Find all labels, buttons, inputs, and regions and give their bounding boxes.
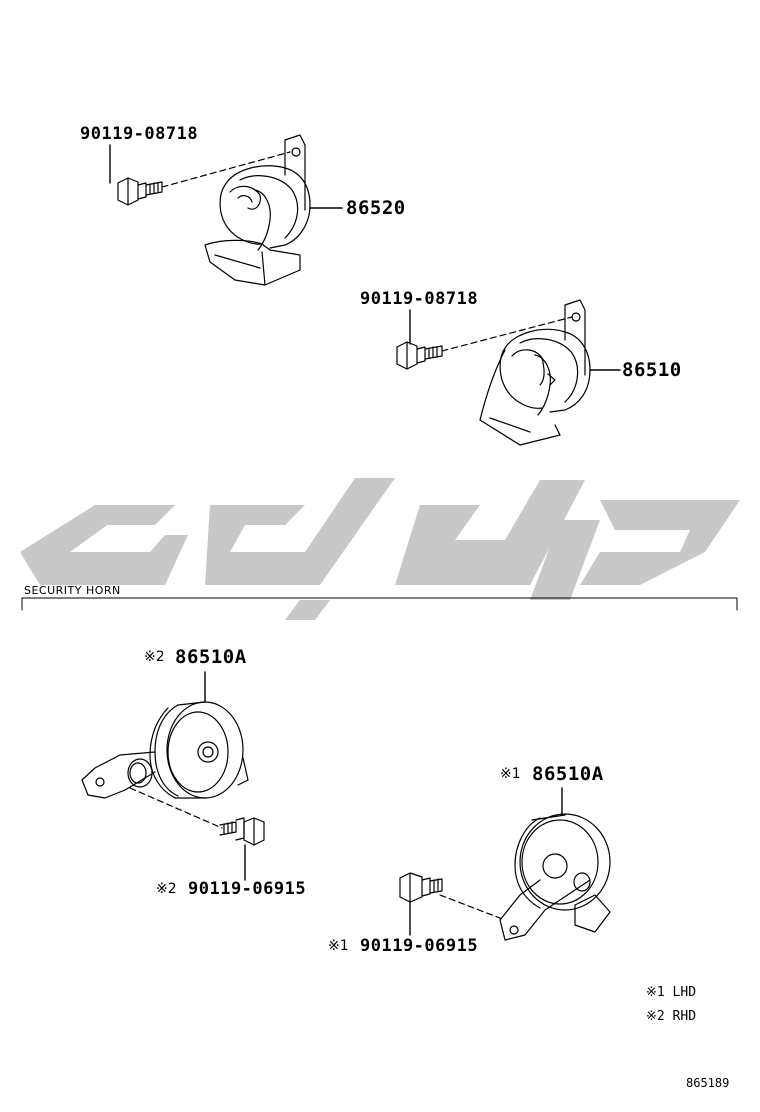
horn-lhd-drawing (439, 787, 611, 941)
section-title: SECURITY HORN (24, 584, 121, 597)
bolt-upper-drawing (109, 144, 291, 206)
section-bracket (21, 597, 738, 611)
part-number-bolt-middle[interactable]: 90119-08718 (360, 289, 479, 309)
rhd-mark-horn: ※2 (144, 649, 165, 665)
part-number-horn-rhd[interactable]: 86510A (175, 646, 247, 668)
lhd-mark-horn: ※1 (500, 766, 521, 782)
bolt-lhd-drawing (399, 872, 443, 936)
horn-86520-drawing (204, 134, 343, 286)
watermark-logo (20, 478, 740, 620)
part-number-bolt-lhd[interactable]: 90119-06915 (360, 936, 479, 956)
part-number-horn-lhd[interactable]: 86510A (532, 763, 604, 785)
horn-86510-drawing (479, 299, 621, 446)
illustration-id: 865189 (686, 1076, 730, 1090)
legend-rhd: ※2 RHD (646, 1009, 697, 1024)
legend-lhd: ※1 LHD (646, 985, 697, 1000)
part-number-bolt-upper[interactable]: 90119-08718 (80, 124, 199, 144)
bolt-rhd-drawing (219, 817, 265, 881)
part-number-horn-86510[interactable]: 86510 (622, 359, 682, 381)
part-number-horn-86520[interactable]: 86520 (346, 197, 406, 219)
rhd-mark-bolt: ※2 (156, 881, 177, 897)
lhd-mark-bolt: ※1 (328, 938, 349, 954)
horn-rhd-drawing (81, 671, 249, 829)
part-number-bolt-rhd[interactable]: 90119-06915 (188, 879, 307, 899)
bolt-middle-drawing (396, 309, 573, 370)
